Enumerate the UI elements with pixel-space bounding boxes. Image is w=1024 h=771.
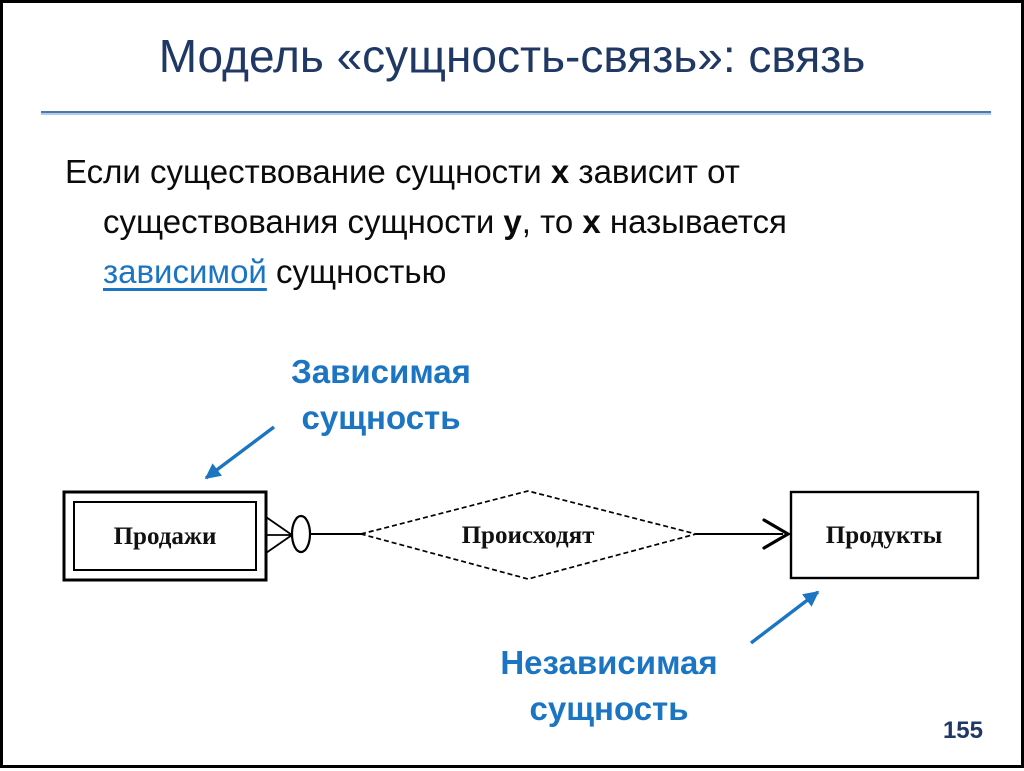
independent-entity-callout: Независимая сущность [429,640,789,732]
dependent-callout-line2: сущность [301,399,461,436]
independent-callout-line1: Независимая [500,644,718,681]
independent-callout-line2: сущность [529,690,689,727]
optionality-oval [290,514,312,554]
dependent-link[interactable]: зависимой [103,253,267,290]
variable-x: x [582,203,601,240]
relationship-label: Происходят [462,522,595,549]
er-diagram: Продажи Происходят Продукты [62,425,980,645]
entity-products-box [789,490,980,580]
title-divider [41,111,991,115]
entity-sales-inner-border [73,501,257,571]
page-title: Модель «сущность-связь»: связь [158,30,866,82]
dependent-callout-line1: Зависимая [291,353,471,390]
body-text: Если существование сущности [65,153,551,190]
body-text: , то [521,203,583,240]
independent-arrow [749,590,820,645]
entity-sales-label: Продажи [114,523,217,550]
variable-y: y [503,203,522,240]
body-text: существования сущности [103,203,504,240]
dependent-entity-callout: Зависимая сущность [241,349,521,441]
body-line: Если существование сущности x зависит от [65,147,991,197]
entity-products-label: Продукты [826,522,942,549]
body-line: зависимой сущностью [65,247,991,297]
crows-foot-connector [265,516,293,554]
body-line: существования сущности y, то x называетс… [65,197,991,247]
variable-x: x [550,153,570,190]
body-text: называется [600,203,787,240]
body-text: сущностью [266,253,447,290]
body-text: зависит от [569,153,740,190]
dependent-arrow [204,425,276,480]
entity-sales-box [62,490,268,582]
body-paragraph: Если существование сущности x зависит от… [65,147,991,297]
page-number: 155 [942,717,983,744]
arrowhead-right [762,518,792,550]
